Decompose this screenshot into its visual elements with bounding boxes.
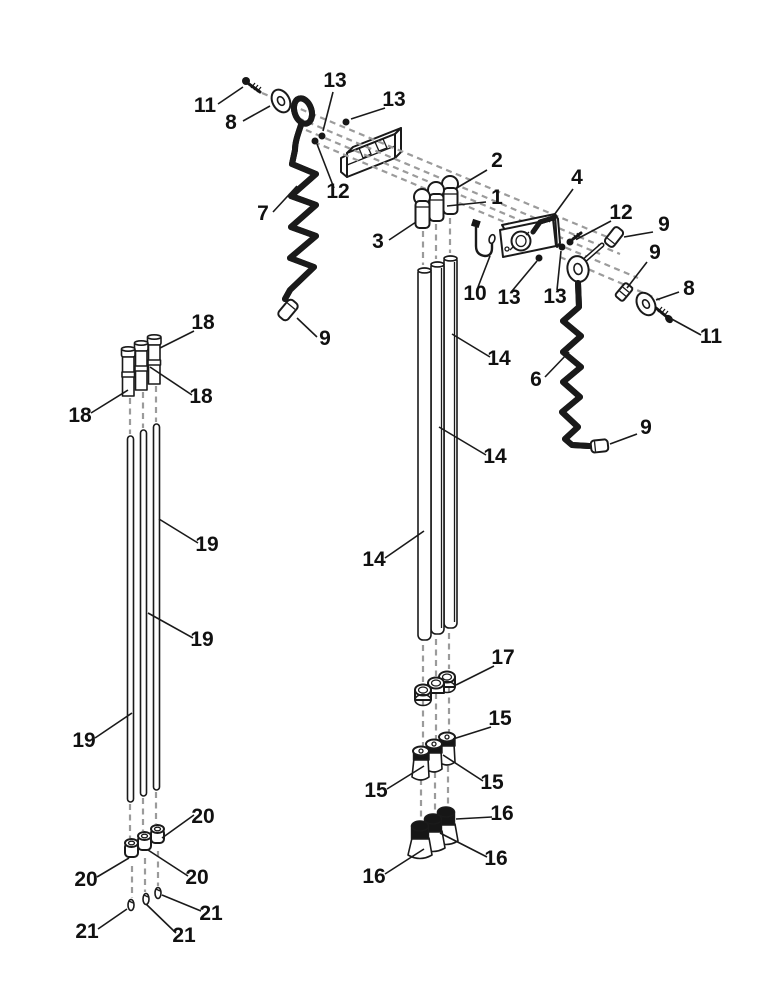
washer-8-right xyxy=(635,291,657,317)
assembly-guide-lines xyxy=(128,91,661,898)
part-label-20: 20 xyxy=(191,805,214,828)
part-label-14: 14 xyxy=(483,445,507,468)
part-label-6: 6 xyxy=(530,368,542,391)
clamp-bracket xyxy=(340,127,402,178)
part-label-21: 21 xyxy=(199,902,223,925)
rod-19-right xyxy=(152,423,161,791)
screw-dot-12-left xyxy=(311,137,319,145)
part-label-4: 4 xyxy=(571,166,583,189)
part-label-12: 12 xyxy=(326,180,349,203)
cap-9-top-right xyxy=(603,226,625,248)
part-label-18: 18 xyxy=(191,311,215,334)
part-label-7: 7 xyxy=(257,202,269,225)
clip-21-left xyxy=(127,898,135,912)
part-label-14: 14 xyxy=(487,347,511,370)
connector-17 xyxy=(414,670,456,707)
part-label-13: 13 xyxy=(543,285,566,308)
part-label-19: 19 xyxy=(72,729,95,752)
nut-20-middle xyxy=(137,831,152,851)
cap-9-below-spring-7 xyxy=(277,298,299,322)
nut-20-left xyxy=(124,838,139,858)
bracket-4 xyxy=(499,213,561,258)
screw-dot-13-right-a xyxy=(535,254,543,262)
tube-14-middle xyxy=(430,261,445,635)
part-label-10: 10 xyxy=(463,282,486,305)
spring-rod-7 xyxy=(282,96,319,302)
washer-8-left xyxy=(270,88,292,114)
part-label-11: 11 xyxy=(194,94,217,117)
clip-21-middle xyxy=(142,892,150,906)
part-label-15: 15 xyxy=(364,779,388,802)
hanger-ring-6 xyxy=(566,242,605,283)
callout-labels: 11 8 13 13 12 7 9 2 1 3 4 10 13 13 12 9 … xyxy=(68,69,722,947)
tube-18-right xyxy=(146,333,162,385)
part-label-15: 15 xyxy=(480,771,504,794)
spring-rod-6 xyxy=(559,280,592,449)
part-label-21: 21 xyxy=(75,920,99,943)
part-label-9: 9 xyxy=(319,327,331,350)
part-label-12: 12 xyxy=(609,201,632,224)
cluster-16 xyxy=(407,806,459,860)
part-label-20: 20 xyxy=(74,868,97,891)
wire-pin-10 xyxy=(470,218,496,258)
tube-14-right xyxy=(443,255,458,629)
part-label-16: 16 xyxy=(490,802,513,825)
part-label-8: 8 xyxy=(683,277,695,300)
screw-11-left xyxy=(242,77,262,94)
part-label-18: 18 xyxy=(68,404,92,427)
screw-11-right xyxy=(654,306,673,324)
cap-3 xyxy=(413,188,431,229)
part-label-17: 17 xyxy=(491,646,514,669)
part-label-15: 15 xyxy=(488,707,512,730)
part-label-3: 3 xyxy=(372,230,384,253)
part-label-11: 11 xyxy=(700,325,723,348)
part-label-9: 9 xyxy=(649,241,661,264)
part-label-8: 8 xyxy=(225,111,237,134)
screw-dot-13-right-b xyxy=(558,243,566,251)
rod-19-middle xyxy=(139,429,148,797)
tube-18-middle xyxy=(133,339,149,391)
part-label-19: 19 xyxy=(195,533,218,556)
part-label-16: 16 xyxy=(484,847,507,870)
part-label-21: 21 xyxy=(172,924,196,947)
part-label-9: 9 xyxy=(640,416,652,439)
cap-9-below-spring-6 xyxy=(589,438,610,454)
tube-14-left xyxy=(417,267,432,641)
rod-19-left xyxy=(126,435,135,803)
part-label-1: 1 xyxy=(491,186,503,209)
part-label-14: 14 xyxy=(362,548,386,571)
part-label-16: 16 xyxy=(362,865,385,888)
part-label-13: 13 xyxy=(323,69,346,92)
part-label-18: 18 xyxy=(189,385,213,408)
ferrule-9-right xyxy=(614,282,634,302)
part-label-13: 13 xyxy=(382,88,405,111)
screw-dot-13-left xyxy=(318,132,326,140)
nut-20-right xyxy=(150,824,165,844)
cluster-15 xyxy=(411,731,456,781)
screw-dot-13-mid xyxy=(342,118,350,126)
leader-lines xyxy=(90,86,702,934)
part-label-19: 19 xyxy=(190,628,213,651)
clip-21-right xyxy=(154,886,162,900)
cap-1 xyxy=(427,181,445,222)
part-label-13: 13 xyxy=(497,286,520,309)
part-label-20: 20 xyxy=(185,866,208,889)
part-label-9: 9 xyxy=(658,213,670,236)
part-label-2: 2 xyxy=(491,149,503,172)
tube-18-left xyxy=(120,345,136,397)
